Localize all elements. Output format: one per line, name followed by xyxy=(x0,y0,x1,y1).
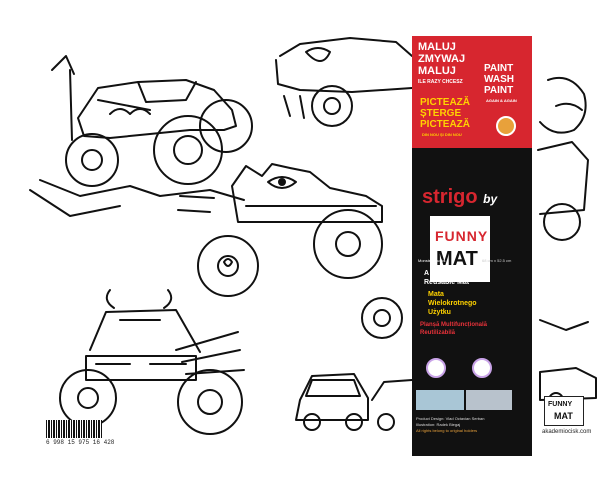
pl-desc-3: Użytku xyxy=(428,309,451,316)
monster-truck-top-left xyxy=(29,55,253,217)
pl-desc-1: Mata xyxy=(428,291,444,298)
pl-sub: ILE RAZY CHCESZ xyxy=(418,79,463,85)
monster-truck-bottom-left xyxy=(59,289,245,435)
ro-sub: DIN NOU ȘI DIN NOU xyxy=(422,132,462,137)
funny-mat-logo: FUNNY MAT xyxy=(430,216,490,282)
monster-truck-right xyxy=(537,76,597,408)
en-sub: AGAIN & AGAIN xyxy=(486,98,517,103)
barcode xyxy=(46,420,102,438)
product-photo-1 xyxy=(416,390,464,410)
mat-small-text: MAT xyxy=(554,411,573,421)
en-line-3: PAINT xyxy=(484,85,514,96)
mat-size: 68 cm x 52.5 cm xyxy=(482,258,512,263)
wheel-fragment xyxy=(361,297,403,339)
product-title-small: Monster Trucks xyxy=(418,258,446,263)
pl-desc-2: Wielokrotnego xyxy=(428,300,477,307)
car-bottom-center xyxy=(295,373,413,431)
website-url: akademiocisk.com xyxy=(542,429,592,435)
ro-line-3: PICTEAZĂ xyxy=(420,119,470,130)
strigo-logo: strigo by xyxy=(422,186,497,209)
pl-line-1: MALUJ xyxy=(418,41,456,53)
barcode-number: 6 998 15 975 16 428 xyxy=(46,439,115,446)
strigo-text: strigo xyxy=(422,186,478,208)
credit-1: Product Design: Vlad Octavian Serban xyxy=(416,416,485,421)
pl-line-3: MALUJ xyxy=(418,65,456,77)
credit-2: Illustration: Radek Biegaj xyxy=(416,422,461,427)
paint-step-icon xyxy=(426,358,446,378)
monster-truck-top-right xyxy=(275,37,413,127)
ro-line-1: PICTEAZĂ xyxy=(420,97,470,108)
by-text: by xyxy=(483,192,498,206)
en-line-1: PAINT xyxy=(484,63,514,74)
credit-3: All rights belong to original holders xyxy=(416,428,478,433)
funny-small-text: FUNNY xyxy=(548,401,573,408)
funny-text: FUNNY xyxy=(435,228,489,244)
product-label-panel: MALUJ ZMYWAJ MALUJ ILE RAZY CHCESZ PAINT… xyxy=(412,36,532,456)
monster-truck-center xyxy=(177,163,383,297)
ro-desc-2: Reutilizabilă xyxy=(420,330,456,336)
en-desc-2: Reusable Mat xyxy=(424,279,470,286)
mat-text: MAT xyxy=(436,248,478,270)
ro-line-2: ȘTERGE xyxy=(420,108,462,119)
pl-line-2: ZMYWAJ xyxy=(418,53,466,65)
en-line-2: WASH xyxy=(484,74,514,85)
en-desc-1: A Multipurpose xyxy=(424,270,475,277)
eco-badge-icon xyxy=(496,116,516,136)
product-photo-2 xyxy=(466,390,512,410)
wash-step-icon xyxy=(472,358,492,378)
ro-desc-1: Planșă Multifuncțională xyxy=(420,322,488,328)
funny-mat-logo-small: FUNNY MAT xyxy=(544,396,584,426)
